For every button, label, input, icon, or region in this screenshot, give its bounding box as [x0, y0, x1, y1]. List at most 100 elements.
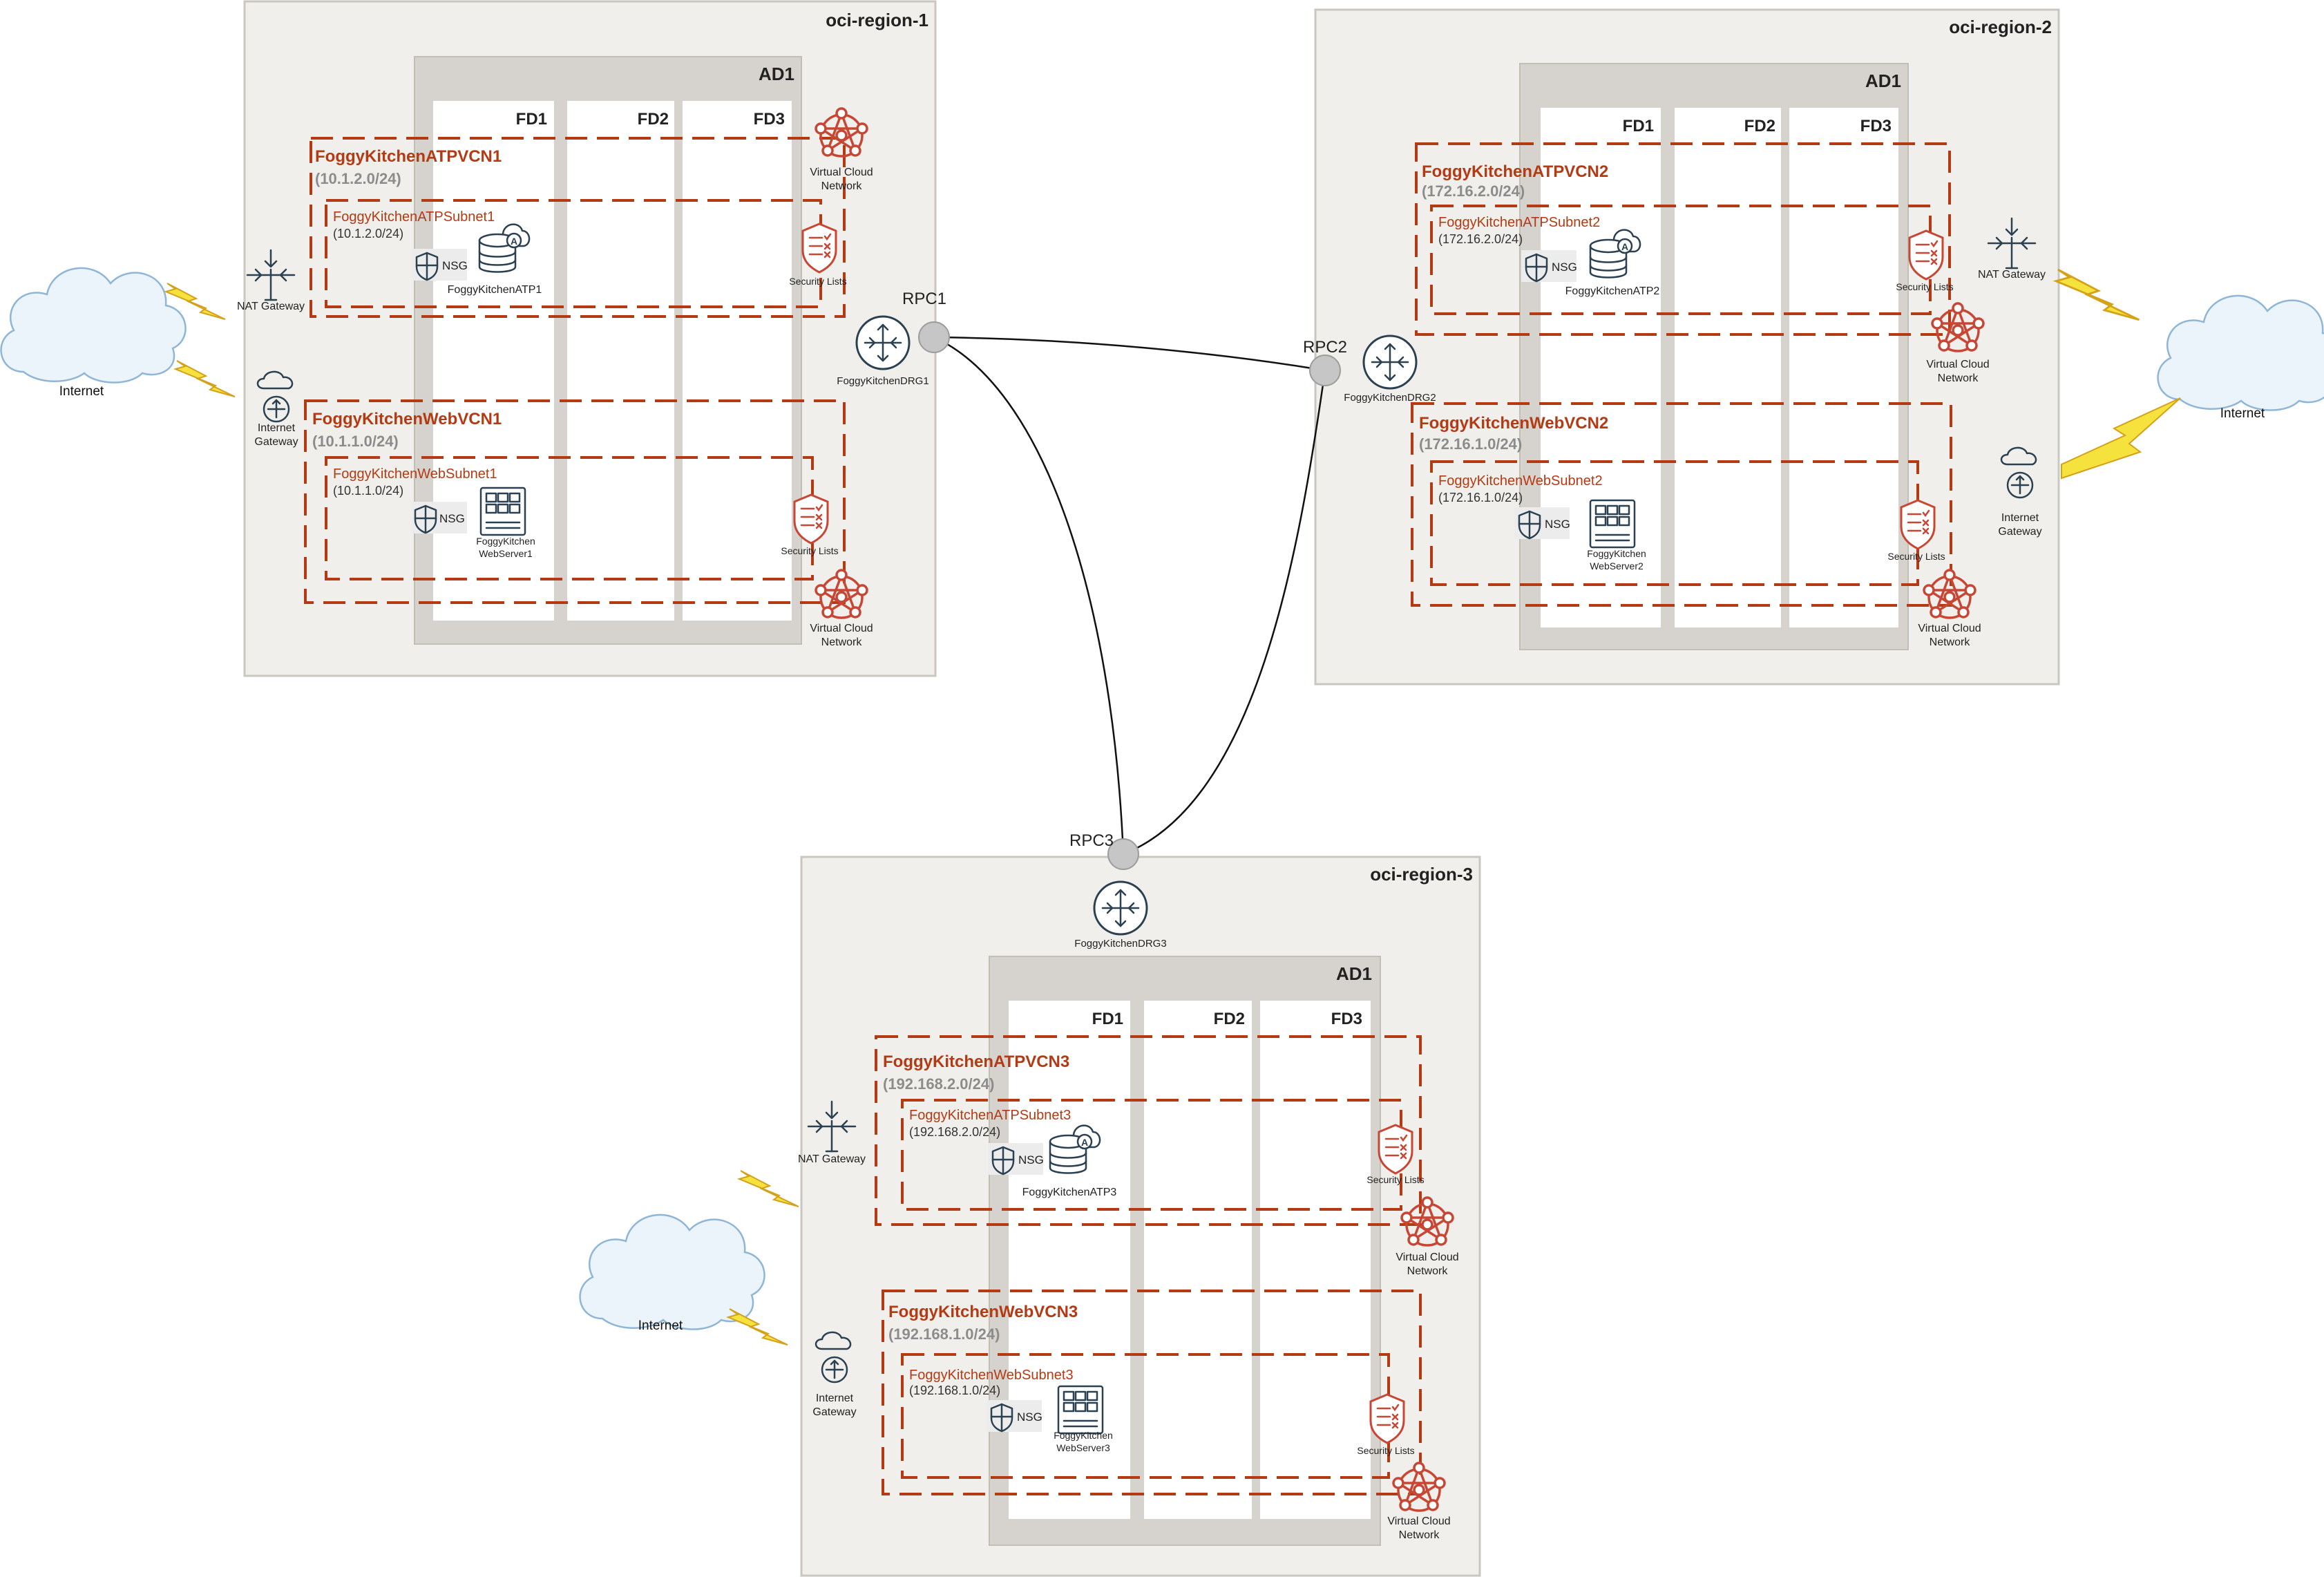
region-3-fd1	[1009, 1001, 1130, 1519]
region-1-atp-vcn-name: FoggyKitchenATPVCN1	[315, 147, 502, 166]
region-1-ad-label: AD1	[759, 64, 794, 84]
region-2-fd3	[1789, 108, 1898, 627]
internet-label-1: Internet	[59, 384, 104, 399]
region-1-atp-glyph: A	[511, 236, 517, 247]
region-1-atp-db-label: FoggyKitchenATP1	[448, 284, 542, 296]
lightning-icon	[175, 360, 236, 397]
rpc2-rpc3-link	[1123, 370, 1326, 856]
region-3-fd3-label: FD3	[1331, 1010, 1362, 1028]
region-2-web-server-label-1: FoggyKitchen	[1587, 548, 1646, 559]
region-2-web-vcn	[1411, 402, 1952, 607]
region-3-fd3	[1260, 1001, 1371, 1519]
region-3-atp-security-lists-label: Security Lists	[1366, 1174, 1424, 1185]
region-3-web-vcn	[882, 1290, 1422, 1495]
region-3-internet-gateway-label-1: Internet	[816, 1392, 854, 1404]
region-3-nat-gateway-label: NAT Gateway	[798, 1153, 866, 1165]
region-3-atp-glyph: A	[1081, 1137, 1088, 1148]
rpc1-rpc2-link	[933, 336, 1326, 372]
region-3-web-server-label-1: FoggyKitchen	[1054, 1430, 1113, 1441]
security-list-icon	[1900, 499, 1936, 550]
region-1-fd1	[433, 101, 554, 621]
region-1-web-security-lists-label: Security Lists	[781, 545, 838, 556]
drg-router-icon	[855, 315, 911, 370]
region-1-web-vcn-icon-label-2: Network	[821, 636, 863, 648]
security-list-icon	[1378, 1124, 1413, 1175]
region-1-nat-gateway-label: NAT Gateway	[237, 301, 305, 312]
region-2-fd2	[1675, 108, 1781, 627]
region-3-web-subnet-name: FoggyKitchenWebSubnet3	[909, 1368, 1074, 1383]
rpc1-label: RPC1	[902, 290, 946, 308]
region-3-fd1-label: FD1	[1092, 1010, 1123, 1028]
region-1-web-server-label-1: FoggyKitchen	[476, 536, 535, 547]
region-1-fd2-label: FD2	[638, 110, 669, 129]
region-1-internet-gateway-label-2: Gateway	[254, 436, 298, 448]
region-1-drg-label: FoggyKitchenDRG1	[837, 375, 928, 387]
lightning-icon	[727, 1308, 788, 1345]
region-1-web-nsg-label: NSG	[439, 512, 465, 525]
region-1-fd1-label: FD1	[516, 110, 547, 129]
region-1-internet-gateway-label-1: Internet	[258, 422, 296, 434]
region-2-label: oci-region-2	[1949, 17, 2052, 37]
region-3: oci-region-3 FoggyKitchenDRG3 AD1 FD1 FD…	[798, 856, 1481, 1577]
lightning-icon	[2055, 268, 2140, 321]
region-2-atp-nsg-label: NSG	[1552, 261, 1577, 274]
region-3-ad-label: AD1	[1336, 963, 1372, 984]
region-3-web-vcn-icon-label-1: Virtual Cloud	[1387, 1515, 1450, 1527]
region-2-web-vcn-icon-label-2: Network	[1930, 636, 1971, 648]
drg-router-icon	[1093, 880, 1148, 936]
cloud-icon	[0, 267, 187, 384]
region-2-web-vcn-icon-label-1: Virtual Cloud	[1918, 623, 1981, 634]
region-2-atp-vcn	[1415, 142, 1951, 336]
region-2-nat-gateway-label: NAT Gateway	[1978, 269, 2046, 281]
rpc3-node	[1107, 838, 1139, 870]
region-1-atp-security-lists-label: Security Lists	[789, 276, 846, 287]
region-2-atp-subnet-name: FoggyKitchenATPSubnet2	[1438, 215, 1600, 230]
region-2-ad-label: AD1	[1865, 70, 1901, 91]
region-2-atp-vcn-cidr: (172.16.2.0/24)	[1422, 182, 1525, 200]
region-2-fd1-label: FD1	[1623, 117, 1654, 135]
region-1-atp-nsg-label: NSG	[442, 259, 468, 272]
region-2-web-server-label-2: WebServer2	[1590, 560, 1644, 572]
security-list-icon	[801, 223, 837, 274]
region-3-atp-subnet-cidr: (192.168.2.0/24)	[909, 1125, 1000, 1139]
region-2-web-security-lists-label: Security Lists	[1887, 551, 1945, 562]
region-1-atp-vcn-cidr: (10.1.2.0/24)	[315, 170, 401, 187]
region-2-drg-label: FoggyKitchenDRG2	[1344, 392, 1436, 404]
region-1-web-subnet-name: FoggyKitchenWebSubnet1	[333, 466, 497, 482]
region-1-web-vcn-icon-label-1: Virtual Cloud	[810, 623, 873, 634]
region-3-atp-nsg-label: NSG	[1018, 1153, 1044, 1167]
region-3-atp-vcn-icon-label-1: Virtual Cloud	[1396, 1252, 1458, 1263]
region-1-atp-subnet-cidr: (10.1.2.0/24)	[333, 227, 403, 240]
region-2-web-nsg-label: NSG	[1545, 518, 1570, 531]
region-1-atp-vcn-icon-label-2: Network	[821, 180, 863, 192]
region-1-web-vcn-name: FoggyKitchenWebVCN1	[312, 410, 502, 428]
region-1-web-vcn-cidr: (10.1.1.0/24)	[312, 433, 399, 450]
region-2-internet-gateway-label-2: Gateway	[1998, 526, 2041, 538]
region-3-label: oci-region-3	[1370, 864, 1473, 885]
region-3-fd2	[1144, 1001, 1252, 1519]
rpc2-label: RPC2	[1303, 338, 1347, 357]
region-3-atp-vcn-name: FoggyKitchenATPVCN3	[883, 1052, 1069, 1071]
region-3-atp-subnet-name: FoggyKitchenATPSubnet3	[909, 1108, 1071, 1123]
drg-router-icon	[1362, 334, 1418, 390]
region-1-atp-subnet-name: FoggyKitchenATPSubnet1	[333, 209, 495, 225]
region-1-label: oci-region-1	[826, 10, 928, 30]
region-1: oci-region-1 AD1 FD1 FD2 FD3 FoggyKitche…	[237, 0, 937, 677]
region-3-web-security-lists-label: Security Lists	[1357, 1445, 1414, 1456]
internet-label-2: Internet	[2220, 406, 2265, 421]
rpc-connections	[933, 336, 1326, 856]
region-2-atp-subnet-cidr: (172.16.2.0/24)	[1438, 232, 1523, 246]
region-2-web-vcn-name: FoggyKitchenWebVCN2	[1419, 414, 1608, 433]
lightning-icon	[2061, 397, 2181, 480]
region-3-web-subnet-cidr: (192.168.1.0/24)	[909, 1384, 1000, 1397]
region-2-atp-vcn-icon-label-2: Network	[1938, 372, 1979, 384]
region-3-web-nsg-label: NSG	[1017, 1410, 1042, 1424]
region-2-atp-db-label: FoggyKitchenATP2	[1565, 285, 1660, 297]
region-2-atp-glyph: A	[1621, 241, 1628, 252]
region-3-internet-gateway-label-2: Gateway	[812, 1406, 856, 1418]
region-1-fd3-label: FD3	[754, 110, 785, 129]
region-2-web-subnet-cidr: (172.16.1.0/24)	[1438, 491, 1523, 504]
region-2-atp-vcn-name: FoggyKitchenATPVCN2	[1422, 162, 1608, 181]
region-3-web-server-label-2: WebServer3	[1056, 1442, 1110, 1453]
